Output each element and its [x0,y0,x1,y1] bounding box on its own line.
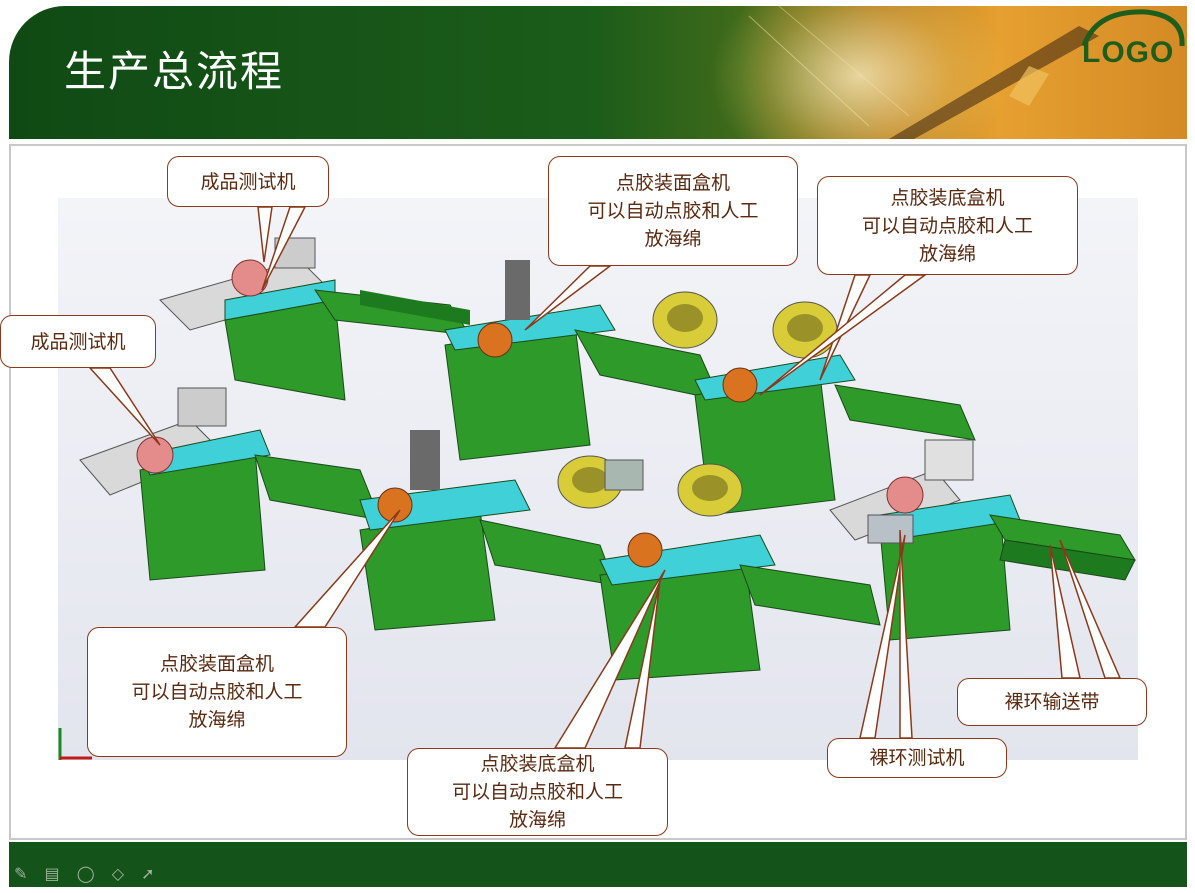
machine-bottom-tester [79,387,381,581]
callout-top-bottom-box-machine: 点胶装底盒机 可以自动点胶和人工 放海绵 [817,176,1078,275]
callout-ring-tester: 裸环测试机 [827,738,1007,778]
callout-left-product-tester: 成品测试机 [0,315,156,368]
machine-top-tester [159,237,346,401]
callout-pointers [88,206,1122,749]
callout-ring-conveyor: 裸环输送带 [957,678,1147,726]
callout-line: 可以自动点胶和人工 [861,214,1033,237]
callout-line: 点胶装底盒机 [480,753,595,775]
machine-top-face-box [444,260,718,461]
footer-bar [9,842,1187,887]
callout-text: 成品测试机 [30,330,126,353]
callout-line: 放海绵 [508,809,566,831]
callout-line: 点胶装面盒机 [615,172,730,194]
callout-line: 点胶装面盒机 [159,653,274,675]
callout-text: 成品测试机 [200,170,296,193]
logo: LOGO [1082,36,1175,69]
pen-illustration [748,6,1099,139]
callout-line: 点胶装底盒机 [890,186,1005,209]
header-banner [9,6,1187,139]
callout-bottom-face-box-machine: 点胶装面盒机 可以自动点胶和人工 放海绵 [87,627,347,757]
machine-bottom-face-box [359,430,644,631]
slide-toolbar[interactable]: ✎ ▤ ◯ ◇ ➚ [14,864,161,883]
callout-text: 裸环输送带 [1004,691,1100,713]
callout-top-face-box-machine: 点胶装面盒机 可以自动点胶和人工 放海绵 [548,156,798,266]
machine-bottom-bottom-box [599,463,881,681]
callout-line: 可以自动点胶和人工 [131,681,303,703]
callout-line: 放海绵 [188,709,246,731]
machine-ring-tester [829,439,1021,641]
callout-line: 可以自动点胶和人工 [587,200,759,222]
logo-swoosh-icon [1081,9,1185,47]
callout-line: 可以自动点胶和人工 [451,781,623,803]
callout-bottom-bottom-box-machine: 点胶装底盒机 可以自动点胶和人工 放海绵 [407,748,668,836]
page-title: 生产总流程 [64,47,285,96]
callout-text: 裸环测试机 [869,747,965,769]
callout-line: 放海绵 [918,242,976,265]
callout-top-product-tester: 成品测试机 [167,156,329,207]
callout-line: 放海绵 [644,228,702,250]
